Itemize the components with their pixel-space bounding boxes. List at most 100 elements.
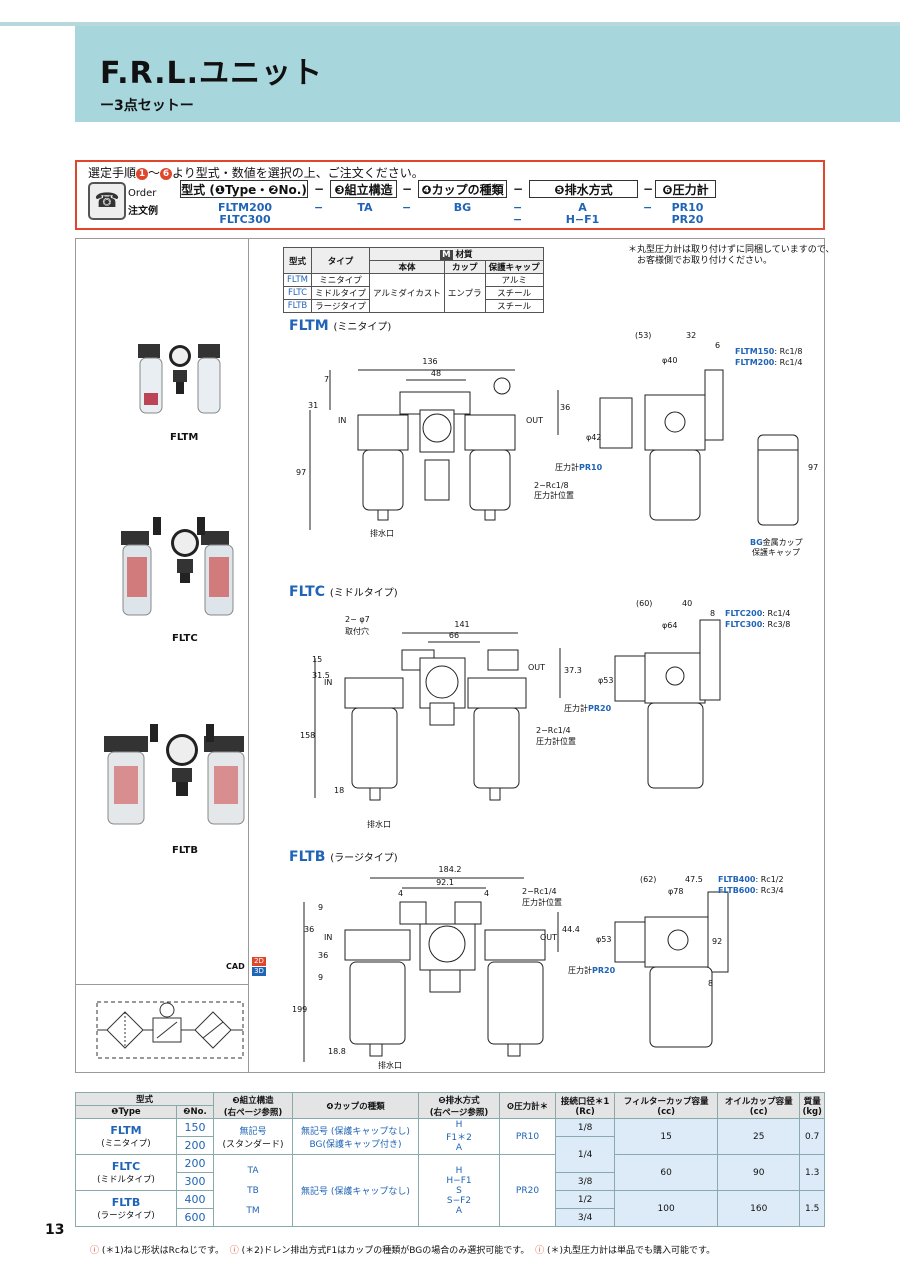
gauge-note-line: お客様側でお取り付けください。 [628, 256, 773, 266]
spec-type-sub: (ミドルタイプ) [97, 1175, 155, 1185]
gauge-note: ＊丸型圧力計は取り付けずに同梱していますので、 お客様側でお取り付けください。 [628, 245, 834, 267]
dim-136: 136 [422, 357, 437, 366]
note-icon: ⓘ [90, 1246, 100, 1256]
spec-mass: 1.5 [799, 1190, 825, 1227]
bg-label2: 保護キャップ [752, 547, 800, 557]
gauge-label: 圧力計PR20 [564, 703, 612, 713]
dim-66: 66 [449, 631, 459, 640]
dim-phi40: φ40 [662, 356, 677, 365]
order-box-gauge: ❻圧力計 [655, 180, 716, 198]
dim-92: 92 [712, 937, 722, 946]
dim-18-8: 18.8 [328, 1047, 346, 1056]
cad-badge[interactable] [224, 958, 246, 978]
dim-31: 31 [308, 401, 318, 410]
page-title: F.R.L.ユニット [100, 56, 324, 91]
fltc-drawing: 2− φ7 取付穴 141 66 15 31.5 37.3 158 18 IN … [300, 599, 790, 829]
fltm-section-name: FLTM [289, 318, 329, 334]
order-dash: − [643, 182, 654, 196]
spec-h-drain-line: (右ページ参照) [429, 1107, 489, 1118]
step-1-icon: 1 [136, 167, 149, 180]
order-label-en: Order [128, 188, 157, 199]
cad-2d-badge[interactable]: 2D [252, 957, 266, 966]
dim-44-4: 44.4 [562, 925, 580, 934]
order-dash: − [513, 182, 524, 196]
fltb-section-sub: (ラージタイプ) [330, 853, 398, 864]
spec-cup: 無記号 (保護キャップなし)BG(保護キャップ付き) [292, 1118, 419, 1155]
header-banner [75, 26, 900, 122]
order-row2-dash: − [513, 213, 523, 226]
order-box-struct: ❸組立構造 [330, 180, 397, 198]
model-port: : Rc3/8 [762, 620, 790, 629]
spec-struct: 無記号(スタンダード) [213, 1118, 293, 1155]
fltb600-port: FLTB600: Rc3/4 [718, 886, 784, 895]
mount-label2: 取付穴 [345, 626, 369, 636]
phone-icon: ☎ [88, 182, 126, 220]
model-port: : Rc1/8 [774, 347, 802, 356]
spec-h-port-line: 接続口径＊1 [560, 1096, 610, 1107]
order-row1-struct: TA [357, 201, 373, 214]
spec-type-sub: (ラージタイプ) [97, 1211, 155, 1221]
footnote: (＊1)ねじ形状はRcねじです。 [101, 1246, 224, 1256]
order-row2-drain: H−F1 [565, 213, 600, 226]
material-table: 型式 タイプ M 材質 本体 カップ 保護キャップ FLTM ミニタイプ アルミ… [283, 247, 544, 313]
dim-32: 32 [686, 331, 696, 340]
spec-h-drain-line: ❺排水方式 [438, 1095, 480, 1106]
model-port: : Rc1/2 [756, 875, 784, 884]
dim-158: 158 [300, 731, 315, 740]
spec-h-struct-line: ❸組立構造 [232, 1095, 274, 1106]
model-port: : Rc1/4 [774, 358, 802, 367]
fltc-section-title: FLTC (ミドルタイプ) [289, 584, 398, 600]
fltc-photo [121, 517, 234, 616]
mat-type: ミニタイプ [310, 273, 371, 287]
spec-h-struct-line: (右ページ参照) [223, 1107, 283, 1118]
fltb-section-name: FLTB [289, 849, 326, 865]
spec-h-mass-line: 質量 [803, 1096, 821, 1107]
fltc300-port: FLTC300: Rc3/8 [725, 620, 790, 629]
mat-cap: アルミ [484, 273, 544, 287]
spec-h-port: 接続口径＊1(Rc) [554, 1092, 616, 1119]
fltb-photo-label: FLTB [172, 845, 198, 856]
note-icon: ⓘ [229, 1246, 239, 1256]
dim-phi53: φ53 [596, 935, 611, 944]
gauge-model: PR20 [588, 704, 612, 713]
order-row1-dash: − [643, 201, 653, 214]
mat-h-model: 型式 [283, 247, 312, 274]
spec-h-drain: ❺排水方式(右ページ参照) [418, 1092, 500, 1119]
out-label: OUT [540, 933, 557, 942]
gauge-note-line: ＊丸型圧力計は取り付けずに同梱していますので、 [628, 245, 835, 255]
dim-phi64: φ64 [662, 621, 677, 630]
spec-no: 200 [176, 1136, 214, 1155]
fltc-section-name: FLTC [289, 584, 325, 600]
mat-h-cup: カップ [443, 260, 486, 274]
spec-h-type: ❶Type [75, 1105, 177, 1119]
mat-body: アルミダイカスト [369, 273, 445, 313]
dim-8: 8 [710, 609, 715, 618]
fltb-photo [104, 724, 245, 825]
bg-label: BG金属カップ [750, 537, 803, 547]
model-label: FLTC300 [725, 620, 763, 629]
spec-fcap: 15 [614, 1118, 719, 1155]
spec-table: 型式 ❸組立構造(右ページ参照) ❹カップの種類 ❺排水方式(右ページ参照) ❻… [75, 1092, 825, 1227]
dim-97: 97 [296, 468, 306, 477]
spec-ocap: 90 [717, 1154, 801, 1191]
order-row1-dash: − [402, 201, 412, 214]
model-port: : Rc3/4 [756, 886, 784, 895]
mat-h-body: 本体 [369, 260, 445, 274]
port-label: 2−Rc1/4 [522, 887, 557, 896]
spec-h-cup: ❹カップの種類 [292, 1092, 419, 1119]
dim-92-1: 92.1 [436, 878, 454, 887]
dim-7: 7 [324, 375, 329, 384]
dim-4b: 4 [484, 889, 489, 898]
mount-label: 2− φ7 [345, 615, 370, 624]
order-box-cup: ❹カップの種類 [418, 180, 507, 198]
spec-h-model: 型式 [75, 1092, 214, 1106]
cad-3d-badge[interactable]: 3D [252, 967, 266, 976]
order-instruction-pre: 選定手順 [88, 166, 137, 180]
mat-type: ラージタイプ [310, 299, 371, 313]
spec-type-sub: (ミニタイプ) [101, 1139, 151, 1149]
frl-symbol [96, 1001, 244, 1059]
port-label: 2−Rc1/8 [534, 481, 569, 490]
spec-type-name: FLTB [111, 1196, 141, 1209]
spec-port: 3/8 [554, 1172, 616, 1191]
